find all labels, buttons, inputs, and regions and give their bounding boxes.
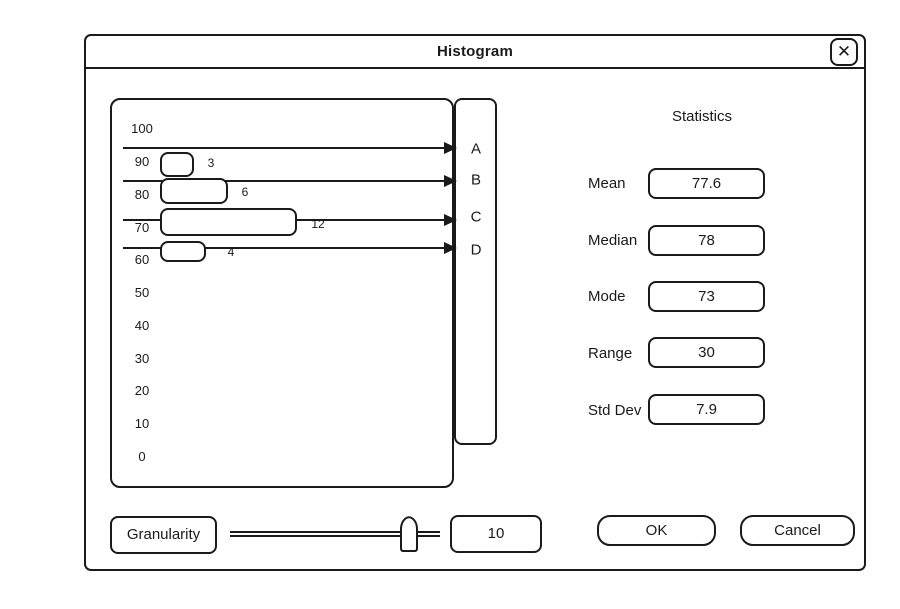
y-axis-tick: 80	[134, 187, 150, 202]
slider-thumb-icon	[400, 516, 418, 552]
bar-count-b: 6	[241, 185, 249, 199]
stat-value-mean: 77.6	[648, 168, 765, 199]
bar-c	[160, 208, 297, 236]
bin-label-strip	[454, 98, 497, 445]
arrow-shaft	[123, 247, 446, 249]
cancel-button[interactable]: Cancel	[740, 515, 855, 546]
y-axis-tick: 100	[131, 121, 153, 136]
close-button[interactable]: ✕	[830, 38, 858, 66]
stat-value-range: 30	[648, 337, 765, 368]
granularity-slider-thumb[interactable]	[398, 514, 420, 553]
arrowhead-icon	[444, 242, 457, 254]
y-axis-tick: 70	[134, 220, 150, 235]
arrowhead-icon	[444, 175, 457, 187]
y-axis-tick: 30	[134, 351, 150, 366]
arrowhead-icon	[444, 214, 457, 226]
arrowhead-icon	[444, 142, 457, 154]
bin-arrow-b	[123, 175, 457, 187]
granularity-slider-track[interactable]	[230, 531, 440, 537]
arrow-shaft	[123, 180, 446, 182]
bin-letter-a: A	[470, 140, 482, 158]
stat-label-median: Median	[588, 232, 638, 249]
stat-value-stddev: 7.9	[648, 394, 765, 425]
bar-d	[160, 241, 206, 262]
histogram-dialog: Histogram ✕ 100 90 80 70 60 50 40 30 20 …	[84, 34, 866, 571]
y-axis-tick: 0	[138, 449, 146, 464]
arrow-shaft	[123, 147, 446, 149]
bar-count-d: 4	[227, 245, 235, 259]
stat-label-mean: Mean	[588, 175, 626, 192]
y-axis-tick: 60	[134, 252, 150, 267]
bin-arrow-a	[123, 142, 457, 154]
y-axis-tick: 50	[134, 285, 150, 300]
granularity-button[interactable]: Granularity	[110, 516, 217, 554]
dialog-title: Histogram	[437, 43, 513, 60]
stat-value-mode: 73	[648, 281, 765, 312]
stat-label-mode: Mode	[588, 288, 626, 305]
bin-letter-b: B	[470, 171, 482, 189]
stat-label-stddev: Std Dev	[588, 402, 642, 419]
y-axis-tick: 10	[134, 416, 150, 431]
bar-count-a: 3	[207, 156, 215, 170]
bar-b	[160, 178, 228, 204]
statistics-title: Statistics	[671, 108, 732, 125]
title-bar: Histogram ✕	[86, 36, 864, 69]
y-axis-tick: 90	[134, 154, 150, 169]
stat-value-median: 78	[648, 225, 765, 256]
bin-letter-c: C	[470, 208, 482, 226]
close-icon: ✕	[836, 42, 852, 61]
granularity-value-field[interactable]: 10	[450, 515, 542, 553]
bin-arrow-d	[123, 242, 457, 254]
bar-count-c: 12	[311, 217, 325, 231]
bar-a	[160, 152, 194, 177]
stat-label-range: Range	[588, 345, 633, 362]
y-axis-tick: 40	[134, 318, 150, 333]
ok-button[interactable]: OK	[597, 515, 716, 546]
bin-letter-d: D	[470, 241, 482, 259]
y-axis-tick: 20	[134, 383, 150, 398]
